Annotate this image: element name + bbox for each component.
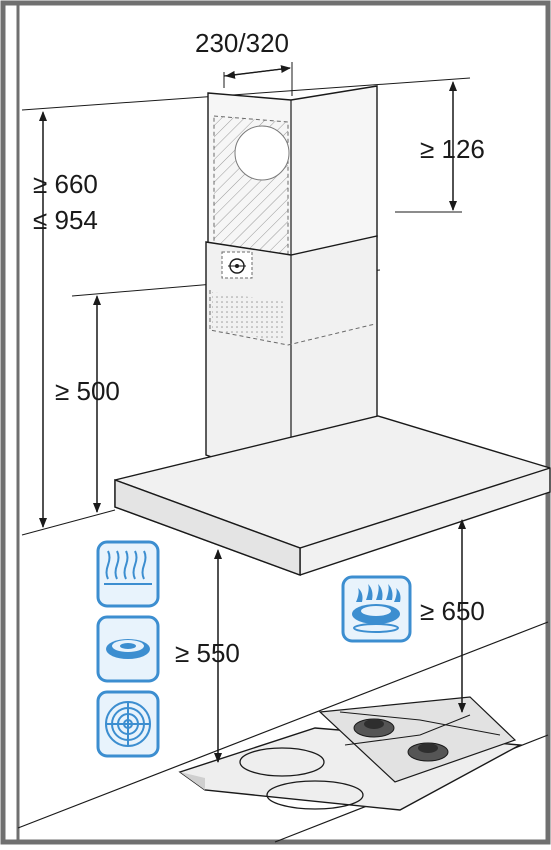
top-clearance-label: ≥ 126 bbox=[420, 134, 485, 164]
electric-zone-1 bbox=[239, 747, 325, 777]
min-height-gas-label: ≥ 650 bbox=[420, 596, 485, 626]
gas-burner-2 bbox=[407, 742, 449, 762]
induction-plate-icon bbox=[96, 615, 160, 683]
cooktop bbox=[178, 696, 523, 811]
electric-zone-2 bbox=[266, 780, 364, 810]
duct-width-label: 230/320 bbox=[195, 28, 289, 58]
gas-flame-icon bbox=[341, 575, 412, 643]
coil-hob-icon bbox=[96, 690, 160, 758]
dimension-arrows bbox=[39, 62, 466, 763]
exhaust-opening bbox=[234, 125, 290, 181]
hood-canopy bbox=[114, 415, 551, 577]
dimension-labels: 230/320 ≥ 126 ≥ 660 ≤ 954 ≥ 500 ≥ 550 ≥ … bbox=[33, 28, 485, 668]
min-height-electric-label: ≥ 550 bbox=[175, 638, 240, 668]
total-height-max-label: ≤ 954 bbox=[33, 205, 98, 235]
total-height-min-label: ≥ 660 bbox=[33, 169, 98, 199]
gas-burner-1 bbox=[353, 718, 395, 738]
min-ceiling-distance-label: ≥ 500 bbox=[55, 376, 120, 406]
chimney-upper bbox=[207, 85, 378, 258]
radiant-heater-icon bbox=[96, 540, 160, 608]
mounting-bracket-icon bbox=[221, 251, 253, 279]
